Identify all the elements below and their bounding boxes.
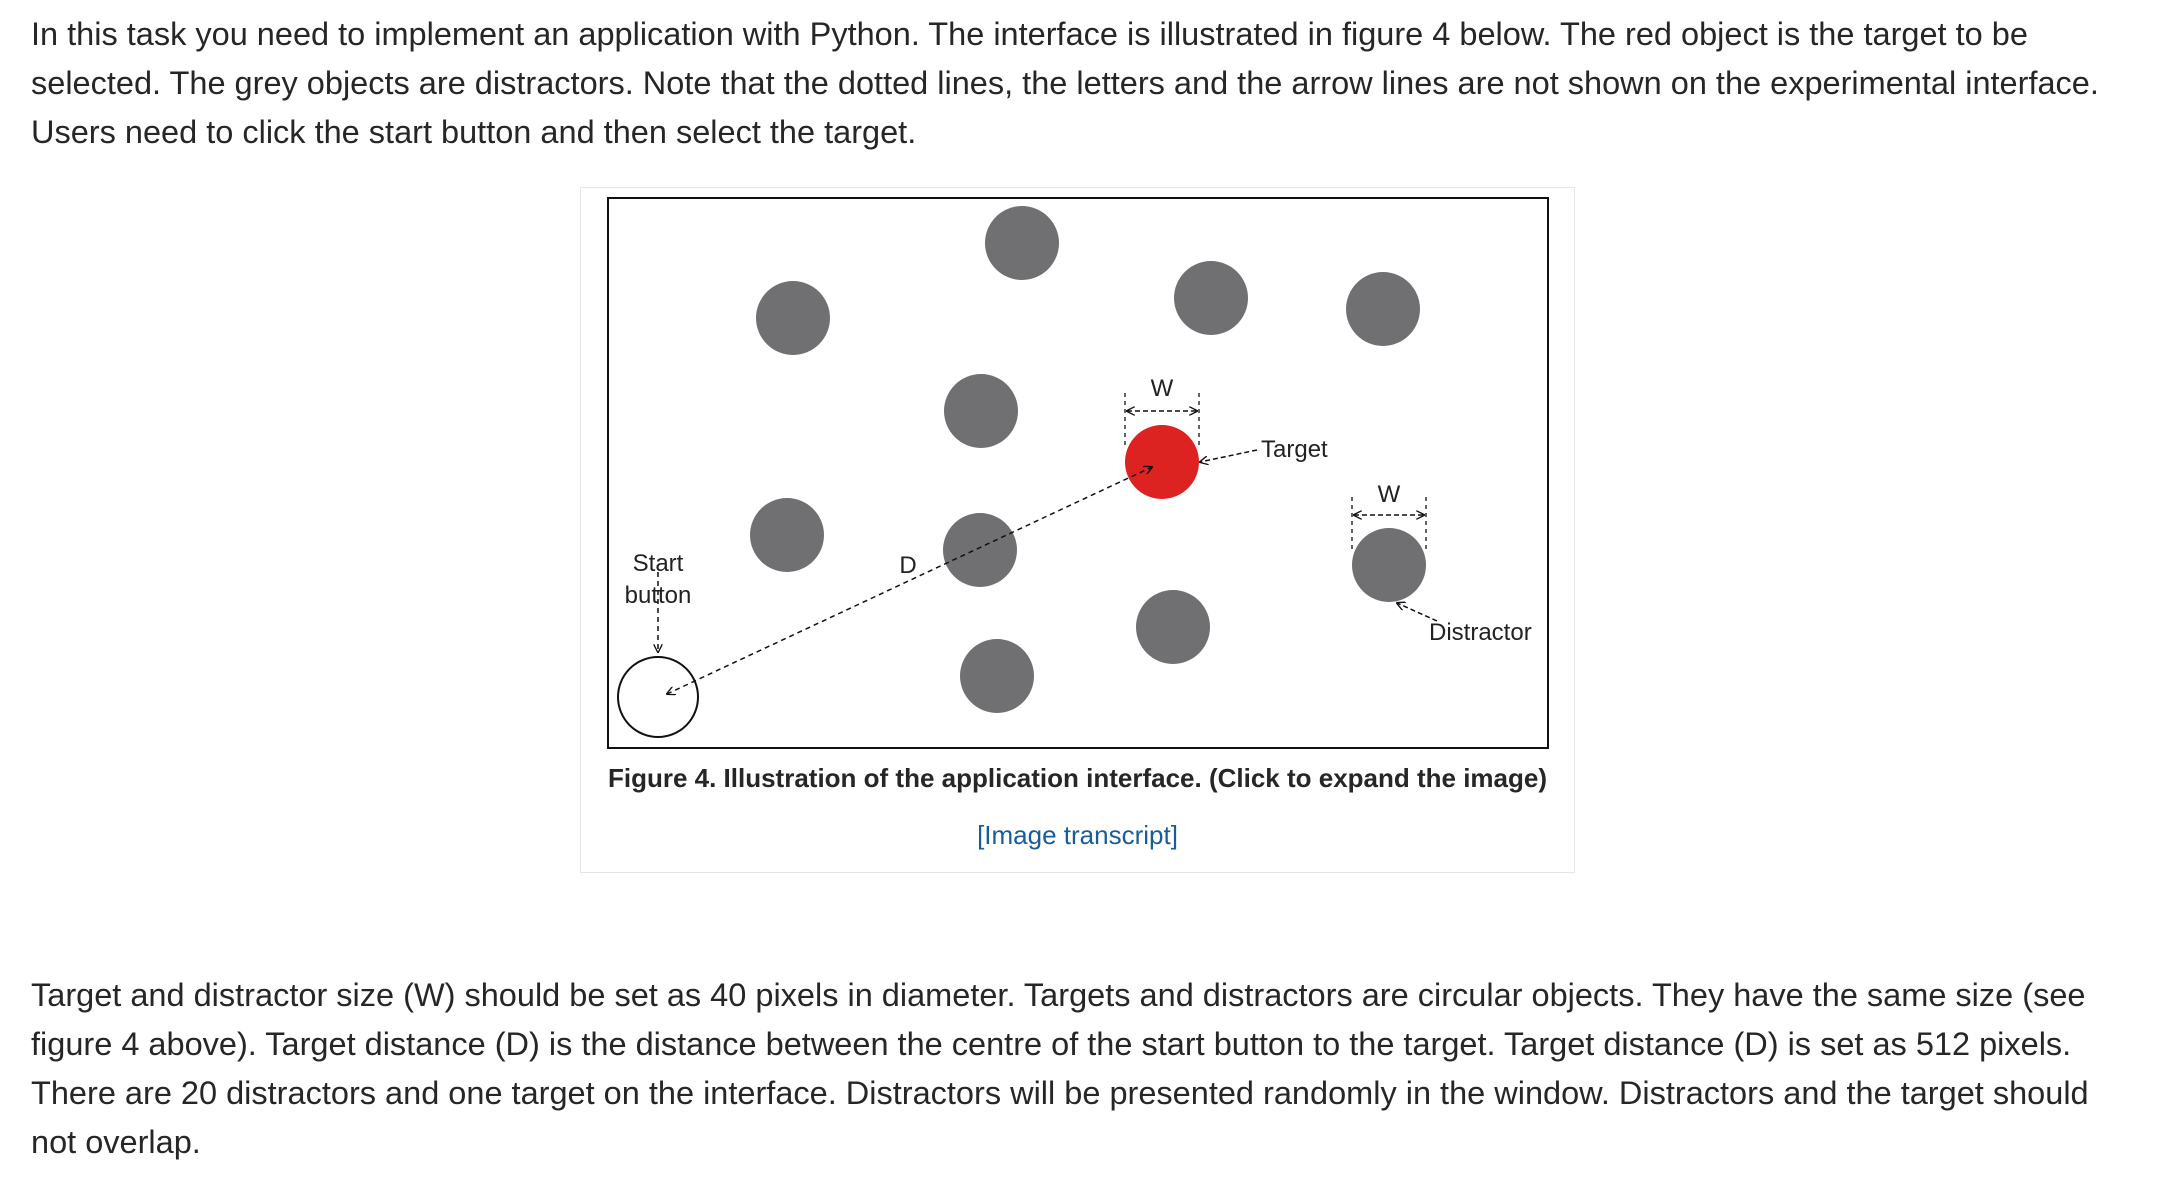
distractor-width-label: W (1378, 481, 1401, 508)
target-label: Target (1261, 436, 1328, 463)
distractor-circle (756, 281, 830, 355)
figure-caption[interactable]: Figure 4. Illustration of the applicatio… (607, 763, 1548, 793)
start-label-line2: button (625, 582, 692, 609)
image-transcript-row: [Image transcript] (581, 820, 1574, 851)
interface-illustration[interactable]: Start button D W W Target Distractor (607, 197, 1549, 749)
distractor-circle (1352, 528, 1426, 602)
window-frame (607, 197, 1549, 749)
distractor-circle (944, 374, 1018, 448)
intro-paragraph: In this task you need to implement an ap… (31, 16, 2099, 150)
start-button (617, 656, 699, 738)
distractor-circle (1174, 261, 1248, 335)
distractor-circle (943, 513, 1017, 587)
distractor-circle (750, 498, 824, 572)
distractor-label-arrow (1397, 603, 1438, 622)
target-circle (1125, 425, 1199, 499)
distractor-circle (960, 639, 1034, 713)
target-width-label: W (1151, 375, 1174, 402)
target-label-arrow (1200, 449, 1258, 462)
distractor-label: Distractor (1429, 619, 1532, 646)
details-paragraph: Target and distractor size (W) should be… (31, 977, 2089, 1160)
distractor-circle (1346, 272, 1420, 346)
distractor-circle (985, 206, 1059, 280)
image-transcript-link[interactable]: [Image transcript] (977, 820, 1178, 850)
distractor-circle (1136, 590, 1210, 664)
distance-label: D (899, 552, 916, 579)
start-label-line1: Start (633, 550, 684, 577)
figure-container: Start button D W W Target Distractor Fig… (580, 187, 1575, 873)
